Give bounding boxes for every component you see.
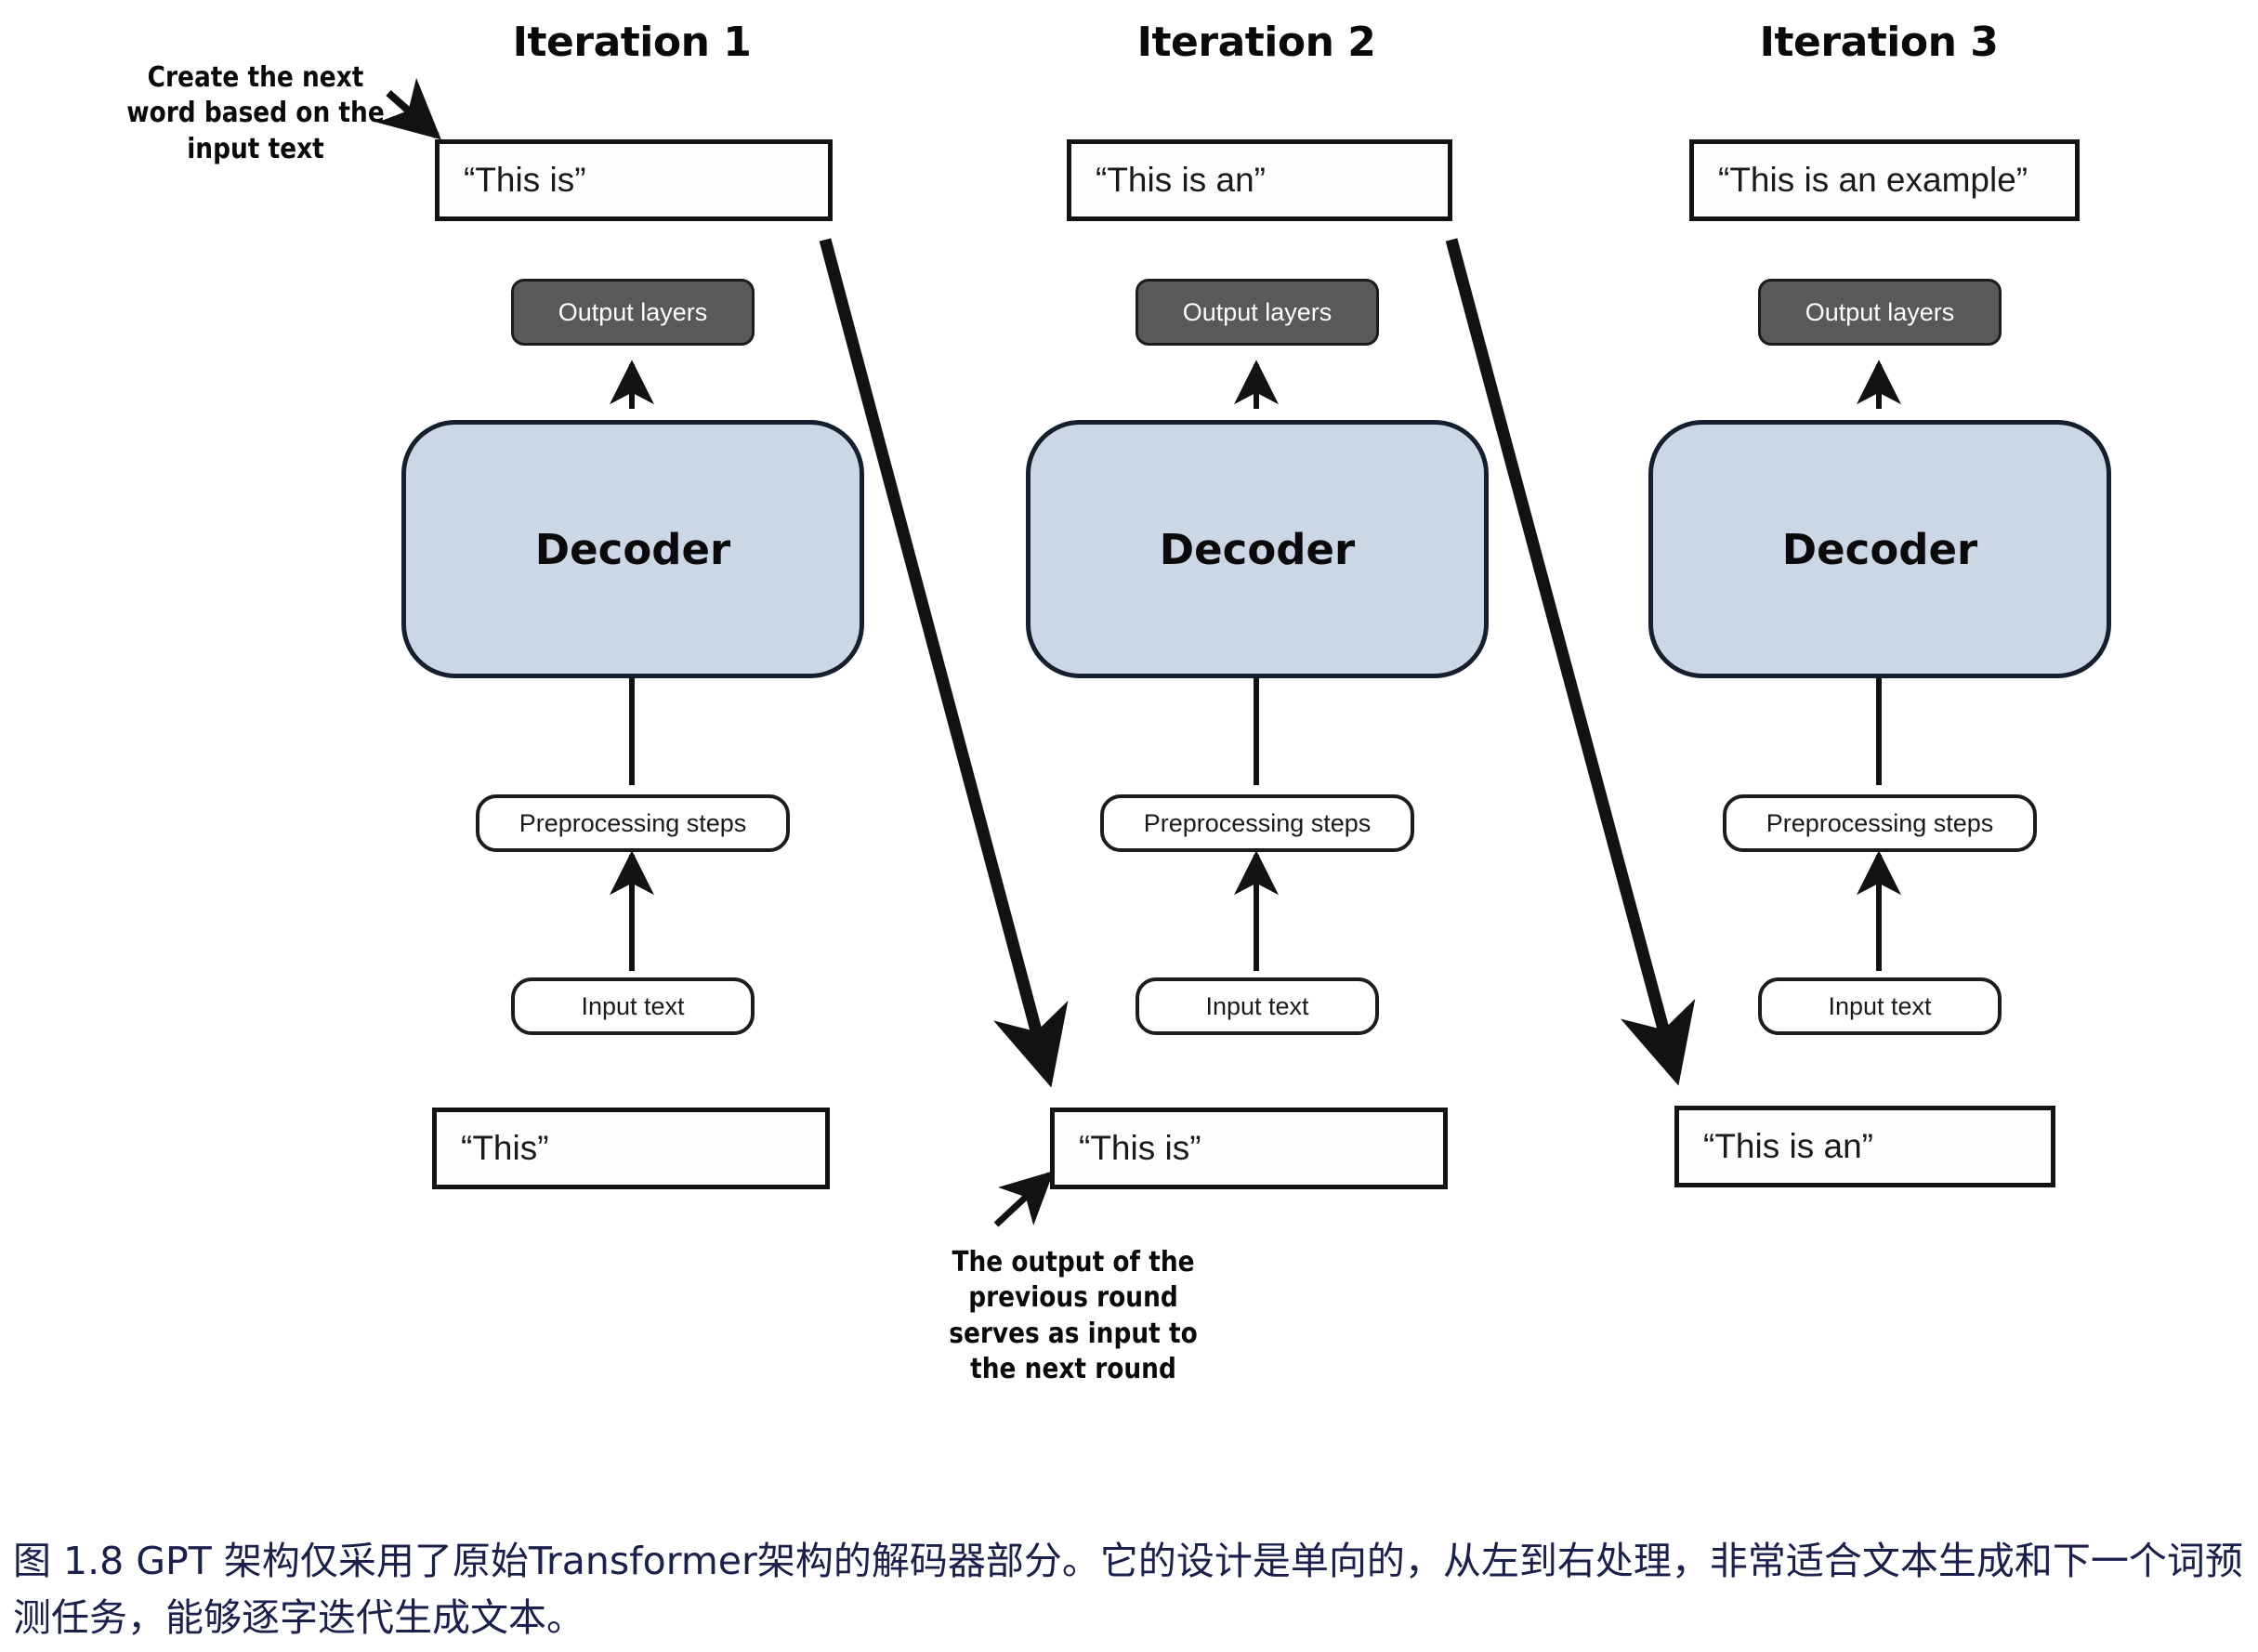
callout-create-next-word: Create the next word based on the input … — [121, 60, 390, 167]
iteration-2-output-box: “This is an” — [1067, 139, 1452, 221]
callout-previous-round-output: The output of the previous round serves … — [913, 1245, 1232, 1388]
iteration-3-decoder-label: Decoder — [1781, 524, 1978, 574]
iteration-2-output-layers: Output layers — [1136, 279, 1379, 346]
iteration-1-title: Iteration 1 — [512, 19, 752, 66]
iteration-1-output-layers: Output layers — [511, 279, 755, 346]
iteration-2-input-text: “This is” — [1079, 1129, 1201, 1167]
iteration-3-title: Iteration 3 — [1759, 19, 1999, 66]
iteration-2-title: Iteration 2 — [1136, 19, 1376, 66]
iteration-3-decoder: Decoder — [1648, 420, 2111, 678]
iteration-2-output-text: “This is an” — [1096, 161, 1266, 199]
iteration-2-input: Input text — [1136, 977, 1379, 1035]
iteration-2-input-label: Input text — [1205, 991, 1309, 1020]
iteration-3-preprocessing-label: Preprocessing steps — [1766, 808, 1994, 837]
iteration-3-output-text: “This is an example” — [1718, 161, 2028, 199]
iteration-1-input-box: “This” — [432, 1108, 830, 1189]
iteration-1-output-text: “This is” — [464, 161, 586, 199]
iteration-3-output-layers-label: Output layers — [1805, 297, 1955, 326]
callout-line-3: serves as input to — [949, 1317, 1198, 1350]
iteration-2-preprocessing-label: Preprocessing steps — [1143, 808, 1372, 837]
iteration-2-output-layers-label: Output layers — [1182, 297, 1332, 326]
callout-arrow-create-next-word — [376, 77, 441, 140]
iteration-3-output-layers: Output layers — [1758, 279, 2002, 346]
figure-caption: 图 1.8 GPT 架构仅采用了原始Transformer架构的解码器部分。它的… — [13, 1539, 2243, 1640]
iteration-3-input-text: “This is an” — [1703, 1127, 1873, 1165]
callout-line-2: word based on the — [126, 97, 385, 130]
callout-line-1: Create the next — [147, 61, 364, 94]
callout-line-3: input text — [187, 132, 324, 165]
feedback-arrow-iter1-to-iter2 — [819, 238, 1069, 1088]
iteration-3-input-box: “This is an” — [1674, 1106, 2055, 1187]
iteration-1-input-label: Input text — [581, 991, 685, 1020]
iteration-1-input: Input text — [511, 977, 755, 1035]
feedback-arrow-iter2-to-iter3 — [1445, 238, 1696, 1086]
iteration-3-input: Input text — [1758, 977, 2002, 1035]
callout-line-4: the next round — [970, 1353, 1176, 1386]
iteration-3-input-label: Input text — [1828, 991, 1932, 1020]
callout-arrow-previous-round-output — [993, 1171, 1055, 1227]
iteration-1-decoder-label: Decoder — [534, 524, 731, 574]
iteration-3-preprocessing: Preprocessing steps — [1723, 794, 2037, 852]
iteration-2-input-box: “This is” — [1050, 1108, 1448, 1189]
iteration-1-decoder: Decoder — [401, 420, 864, 678]
iteration-2-decoder-label: Decoder — [1159, 524, 1356, 574]
iteration-1-output-box: “This is” — [435, 139, 833, 221]
iteration-1-output-layers-label: Output layers — [558, 297, 708, 326]
callout-line-1: The output of the — [952, 1246, 1195, 1278]
iteration-3-output-box: “This is an example” — [1689, 139, 2080, 221]
iteration-1-preprocessing-label: Preprocessing steps — [519, 808, 747, 837]
iteration-2-decoder: Decoder — [1026, 420, 1489, 678]
iteration-1-preprocessing: Preprocessing steps — [476, 794, 790, 852]
iteration-2-preprocessing: Preprocessing steps — [1100, 794, 1414, 852]
callout-line-2: previous round — [968, 1281, 1178, 1315]
iteration-1-input-text: “This” — [461, 1129, 549, 1167]
